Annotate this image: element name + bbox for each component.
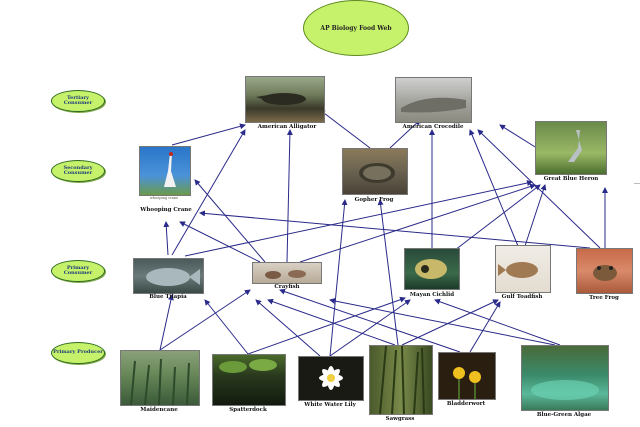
arrow-spatterdock-tilapia <box>204 299 249 355</box>
white-water-lily-photo <box>298 356 364 401</box>
white-water-lily-label: White Water Lily <box>304 402 356 408</box>
arrow-lily-crayfish <box>255 299 321 357</box>
arrow-sawgrass-crayfish <box>267 298 396 346</box>
great-blue-heron-label: Great Blue Heron <box>543 176 599 182</box>
arrow-algae-mayan <box>434 298 561 346</box>
arrow-gopher-crocodile <box>389 119 421 149</box>
arrow-maidencane-tilapia <box>159 294 174 351</box>
blue-green-algae-label: Blue-Green Algae <box>536 412 592 418</box>
arrow-toadfish-heron <box>524 184 547 247</box>
arrow-toadfish-crocodile <box>469 129 519 247</box>
edge-tick <box>634 183 640 184</box>
american-crocodile-photo <box>395 77 472 123</box>
blue-tilapia-label: Blue Tilapia <box>149 294 187 300</box>
arrow-mayan-heron <box>454 184 541 251</box>
sawgrass-label: Sawgrass <box>385 416 415 422</box>
arrow-crayfish-alligator <box>286 129 293 263</box>
blue-tilapia-photo <box>133 258 204 294</box>
bladderwort-photo <box>438 352 496 400</box>
level-primary-consumer: Primary Consumer <box>51 260 105 282</box>
arrow-algae-crayfish <box>329 298 556 346</box>
diagram-title: AP Biology Food Web <box>303 0 409 56</box>
whooping-crane-label: Whooping Crane <box>140 207 192 213</box>
arrow-tilapia-heron <box>184 180 533 257</box>
bladderwort-label: Bladderwort <box>446 401 486 407</box>
arrow-treefrog-crocodile <box>477 129 601 249</box>
crayfish-photo <box>252 262 322 284</box>
arrow-bladderwort-toadfish <box>469 301 501 353</box>
tree-frog-label: Tree Frog <box>589 295 619 301</box>
mayan-cichlid-label: Mayan Cichlid <box>409 292 455 298</box>
tree-frog-photo <box>576 248 633 294</box>
arrow-sawgrass-toadfish <box>401 299 499 346</box>
level-primary-producer: Primary Producer <box>51 342 105 364</box>
maidencane-photo <box>120 350 200 406</box>
arrow-maidencane-crayfish <box>159 289 251 351</box>
arrow-crayfish-crane <box>179 221 261 263</box>
whooping-crane-caption: whooping crane <box>149 196 179 200</box>
arrow-crayfish-crane2 <box>194 179 266 263</box>
whooping-crane-photo <box>139 146 191 196</box>
arrow-bladderwort-crayfish <box>279 288 461 353</box>
arrow-crayfish-heron <box>299 183 536 263</box>
level-secondary-consumer: Secondary Consumer <box>51 160 105 182</box>
american-crocodile-label: American Crocodile <box>402 124 464 130</box>
american-alligator-label: American Alligator <box>257 124 317 130</box>
arrow-tilapia-crane <box>163 221 170 256</box>
maidencane-label: Maidencane <box>140 407 178 413</box>
arrow-tilapia-alligator <box>171 129 246 256</box>
great-blue-heron-photo <box>535 121 607 175</box>
level-tertiary-consumer: Tertiary Consumer <box>51 90 105 112</box>
american-alligator-photo <box>245 76 325 123</box>
arrow-crane-alligator <box>171 123 246 146</box>
arrow-gopher-alligator <box>319 109 371 149</box>
arrow-sawgrass-gopher <box>377 199 399 346</box>
arrow-heron-crocodile <box>499 124 541 151</box>
mayan-cichlid-photo <box>404 248 460 290</box>
gopher-frog-label: Gopher Frog <box>354 197 394 203</box>
gulf-toadfish-photo <box>495 245 551 293</box>
arrow-lily-gopher <box>329 199 348 357</box>
blue-green-algae-photo <box>521 345 609 411</box>
gulf-toadfish-label: Gulf Toadfish <box>501 294 543 300</box>
spatterdock-photo <box>212 354 286 406</box>
gopher-frog-photo <box>342 148 408 195</box>
arrow-lily-mayan <box>329 299 411 357</box>
sawgrass-photo <box>369 345 433 415</box>
crayfish-label: Crayfish <box>274 284 300 290</box>
arrow-spatterdock-mayan <box>247 296 406 355</box>
spatterdock-label: Spatterdock <box>229 407 267 413</box>
arrow-treefrog-crane <box>199 210 591 249</box>
